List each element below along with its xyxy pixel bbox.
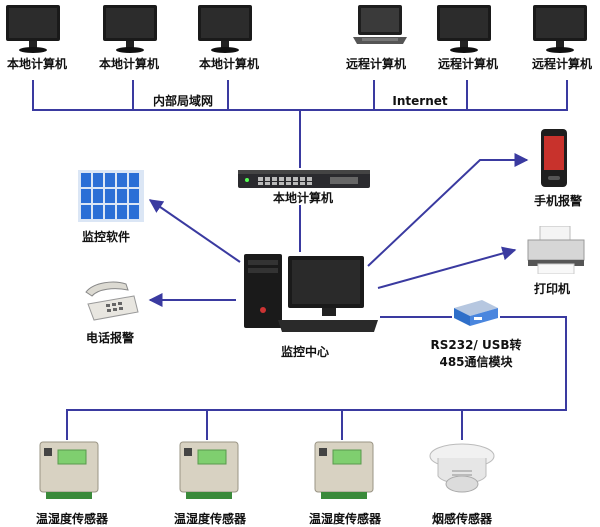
module-to-sensor-bus	[66, 316, 567, 440]
arrow-to-software	[148, 199, 241, 263]
sensor-2-label: 温湿度传感器	[172, 512, 248, 526]
desktop-monitor-icon	[103, 5, 157, 53]
smoke-detector-icon	[429, 443, 495, 493]
mobile-phone-icon	[541, 129, 567, 187]
module-label-line1: RS232/ USB转	[430, 338, 522, 352]
printer-icon	[527, 226, 585, 274]
arrow-to-mobile	[367, 153, 529, 267]
pc-tower-icon	[244, 254, 378, 332]
sensor-1-label: 温湿度传感器	[34, 512, 110, 526]
phone-alarm-label: 电话报警	[84, 331, 136, 345]
remote-pc-3-label: 远程计算机	[530, 57, 594, 71]
module-label: RS232/ USB转 485通信模块	[429, 337, 522, 371]
network-switch-icon	[238, 170, 370, 188]
smoke-sensor-label: 烟感传感器	[430, 512, 494, 526]
local-pc-1-label: 本地计算机	[5, 57, 69, 71]
desktop-monitor-icon	[198, 5, 252, 53]
lan-label: 内部局域网	[151, 94, 215, 108]
remote-pc-1-label: 远程计算机	[344, 57, 408, 71]
switch-label: 本地计算机	[271, 191, 335, 205]
sensor-box-icon	[314, 441, 374, 499]
mobile-alarm-label: 手机报警	[532, 194, 584, 208]
local-pc-2-label: 本地计算机	[97, 57, 161, 71]
monitor-software-label: 监控软件	[80, 230, 132, 244]
local-pc-3-label: 本地计算机	[197, 57, 261, 71]
remote-pc-2-label: 远程计算机	[436, 57, 500, 71]
lan-bus-line	[32, 80, 568, 111]
module-label-line2: 485通信模块	[439, 355, 513, 369]
arrow-to-printer	[377, 246, 517, 289]
laptop-icon	[353, 5, 407, 44]
sensor-box-icon	[39, 441, 99, 499]
software-panel-icon	[78, 170, 144, 222]
desk-phone-icon	[85, 281, 139, 321]
sensor-3-label: 温湿度传感器	[307, 512, 383, 526]
internet-label: Internet	[391, 94, 449, 108]
printer-label: 打印机	[532, 282, 572, 296]
converter-module-icon	[454, 300, 498, 326]
desktop-monitor-icon	[533, 5, 587, 53]
desktop-monitor-icon	[437, 5, 491, 53]
desktop-monitor-icon	[6, 5, 60, 53]
control-center-label: 监控中心	[279, 345, 331, 359]
sensor-box-icon	[179, 441, 239, 499]
